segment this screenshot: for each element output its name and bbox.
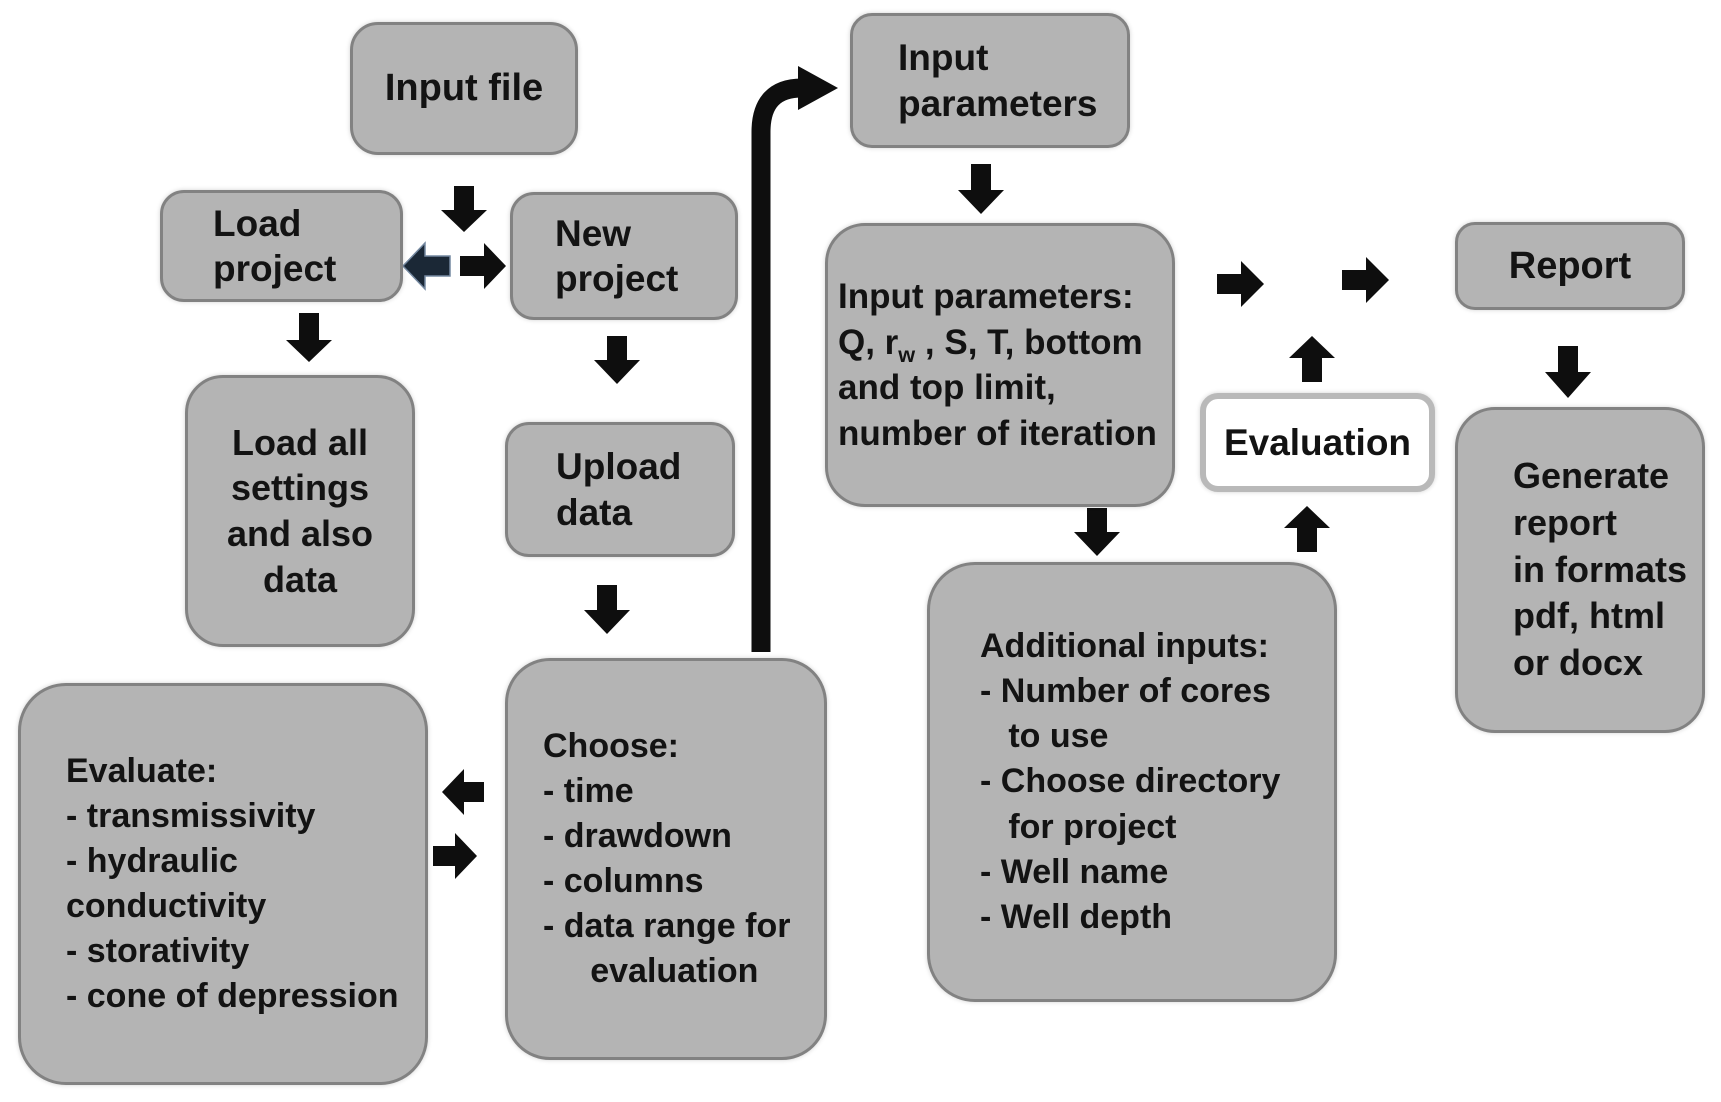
node-input-parameters-detail: Input parameters: Q, rw , S, T, bottom a…: [825, 223, 1175, 507]
q-subscript: w: [898, 341, 916, 367]
q-prefix: Q, r: [838, 322, 899, 362]
node-new-project: New project: [510, 192, 738, 320]
arrow-choose-to-input-parameters: [751, 78, 803, 652]
arrow-params-to-report-2: [1342, 257, 1389, 303]
node-choose: Choose: - time - drawdown - columns - da…: [505, 658, 827, 1060]
node-evaluate-label: Evaluate: - transmissivity - hydraulic c…: [66, 752, 399, 1015]
node-generate-report: Generate report in formats pdf, html or …: [1455, 407, 1705, 733]
node-evaluation: Evaluation: [1200, 393, 1435, 492]
node-input-file: Input file: [350, 22, 578, 155]
input-parameters-detail-line1: Input parameters:: [838, 277, 1134, 316]
arrow-input-parameters-down: [958, 164, 1004, 214]
arrow-input-file-down: [441, 186, 487, 232]
node-additional-inputs: Additional inputs: - Number of cores to …: [927, 562, 1337, 1002]
arrow-right-to-new-project: [460, 243, 506, 289]
arrow-load-project-down: [286, 313, 332, 362]
node-input-parameters: Input parameters: [850, 13, 1130, 148]
node-evaluate: Evaluate: - transmissivity - hydraulic c…: [18, 683, 428, 1085]
input-parameters-detail-line2: Q, rw , S, T, bottom: [838, 320, 1172, 366]
node-upload-data: Upload data: [505, 422, 735, 557]
node-upload-data-label: Upload data: [556, 446, 682, 533]
node-choose-label: Choose: - time - drawdown - columns - da…: [543, 727, 791, 990]
node-report: Report: [1455, 222, 1685, 310]
arrow-params-to-additional-inputs: [1074, 508, 1120, 556]
node-evaluation-label: Evaluation: [1223, 421, 1412, 463]
q-suffix: , S, T, bottom: [915, 322, 1143, 362]
arrow-upload-data-down: [584, 585, 630, 634]
arrow-choose-to-evaluate: [442, 769, 484, 815]
arrow-evaluation-up: [1289, 336, 1335, 382]
arrow-evaluate-to-choose: [433, 833, 477, 879]
node-additional-inputs-label: Additional inputs: - Number of cores to …: [980, 626, 1281, 937]
node-load-all-settings: Load all settings and also data: [185, 375, 415, 647]
node-input-file-label: Input file: [384, 67, 544, 109]
node-load-project-label: Load project: [213, 202, 337, 289]
arrow-additional-inputs-to-evaluation: [1284, 506, 1330, 552]
arrow-params-to-report-1: [1217, 261, 1264, 307]
arrow-report-down: [1545, 346, 1591, 398]
node-report-label: Report: [1508, 244, 1632, 287]
node-input-parameters-label: Input parameters: [898, 37, 1098, 124]
node-load-project: Load project: [160, 190, 403, 302]
input-parameters-detail-line3: and top limit,: [838, 368, 1056, 407]
input-parameters-detail-line4: number of iteration: [838, 413, 1157, 453]
node-new-project-label: New project: [555, 212, 679, 299]
arrowhead-choose-to-input-parameters: [798, 66, 838, 110]
node-generate-report-label: Generate report in formats pdf, html or …: [1513, 455, 1688, 684]
arrow-left-to-load-project: [401, 241, 451, 291]
arrow-new-project-down: [594, 336, 640, 384]
node-load-all-settings-label: Load all settings and also data: [226, 421, 374, 600]
